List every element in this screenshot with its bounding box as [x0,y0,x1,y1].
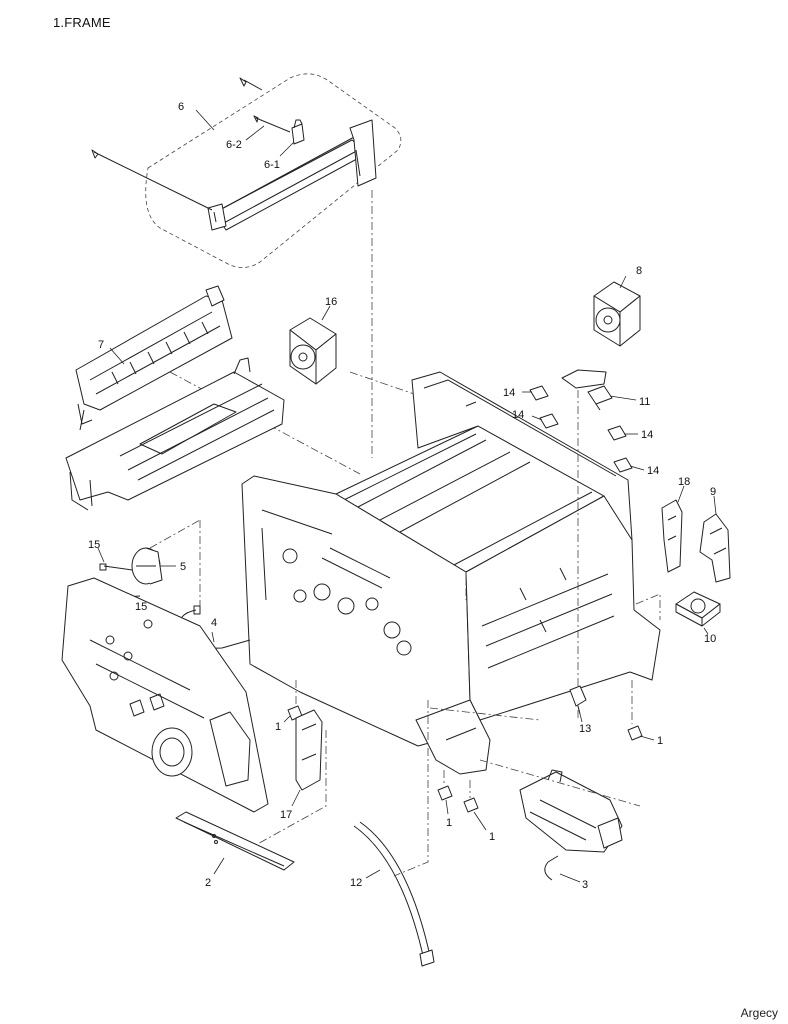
callout-6-1: 6-1 [264,159,280,171]
callout-1-d: 1 [489,831,495,843]
side-plate-pcb [61,577,269,813]
callout-14-a: 14 [503,387,515,399]
callout-16: 16 [325,296,337,308]
callout-5: 5 [180,561,186,573]
part-3-drive-unit [519,769,623,853]
page-title: 1.FRAME [53,15,111,30]
part-5-motor [131,547,163,585]
callout-14-c: 14 [641,429,653,441]
callout-9: 9 [710,486,716,498]
callout-1-a: 1 [275,721,281,733]
part-13-screw [569,685,587,715]
part-1-foot-b [627,725,643,741]
part-7-fuser [75,285,233,431]
callout-12: 12 [350,877,362,889]
part-18-lever [661,499,683,573]
callout-7: 7 [98,339,104,351]
callout-14-d: 14 [647,465,659,477]
callout-2: 2 [205,877,211,889]
callout-13: 13 [579,723,591,735]
part-2-board [175,811,295,871]
callout-6: 6 [178,101,184,113]
callout-10: 10 [704,633,716,645]
part-6-screws [91,77,291,211]
part-14-clip-a [529,385,549,401]
part-6-bar [207,119,377,231]
callout-8: 8 [636,265,642,277]
part-6-1-bracket [291,119,305,145]
callout-18: 18 [678,476,690,488]
callout-1-c: 1 [446,817,452,829]
callout-1-b: 1 [657,735,663,747]
part-16-fan [289,317,337,385]
paper-guide-assembly [65,357,285,511]
callout-4: 4 [211,617,217,629]
mount-bracket-top [561,369,607,389]
brand-label: Argecy [740,1006,778,1020]
part-1-foot-c [437,785,453,801]
part-17-bracket [295,709,323,791]
callout-6-2: 6-2 [226,139,242,151]
main-frame-chassis [241,371,661,775]
part-9-lever [699,513,731,583]
callout-15-b: 15 [135,601,147,613]
callout-3: 3 [582,879,588,891]
part-3-spring [544,855,559,881]
group-6-outline [145,73,402,268]
part-8-fan [593,281,641,347]
part-15-screw-a [99,563,133,571]
callout-11: 11 [639,396,650,408]
callout-15-a: 15 [88,539,100,551]
callout-14-b: 14 [512,409,524,421]
part-11-bracket [587,385,613,411]
callout-17: 17 [280,809,292,821]
part-10-fan [675,591,721,627]
part-14-clip-d [613,457,633,473]
part-12-cable [353,821,435,967]
part-14-clip-b [539,413,559,429]
part-14-clip-c [607,425,627,441]
part-1-foot-d [463,797,479,813]
